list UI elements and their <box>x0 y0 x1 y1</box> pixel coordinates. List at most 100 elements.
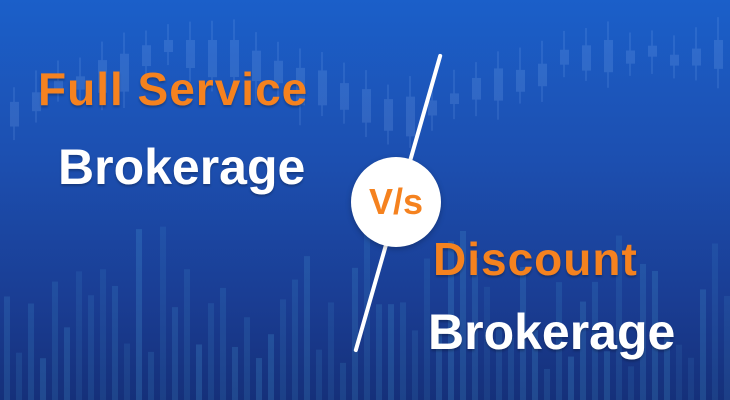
volume-bar <box>460 230 466 400</box>
volume-bar <box>628 366 634 400</box>
volume-bar <box>256 358 262 400</box>
volume-bar <box>388 304 394 400</box>
volume-bar <box>184 269 190 400</box>
candlestick <box>142 30 151 85</box>
volume-bar <box>376 304 382 400</box>
candlestick <box>472 62 481 117</box>
candlestick <box>714 17 723 89</box>
volume-bar <box>160 226 166 400</box>
candlestick <box>76 57 85 104</box>
vs-label: V/s <box>368 181 424 222</box>
volume-bar <box>604 351 610 400</box>
brokerage-heading-right: Brokerage <box>428 304 676 360</box>
candlestick <box>582 28 591 81</box>
volume-bar <box>568 356 574 400</box>
volume-bar <box>340 362 346 400</box>
candlestick <box>604 21 613 88</box>
candlestick <box>318 52 327 117</box>
volume-bar <box>268 334 274 400</box>
volume-bar <box>280 299 286 400</box>
volume-bar <box>172 307 178 400</box>
candlestick <box>406 76 415 148</box>
volume-bar <box>40 358 46 400</box>
volume-bar <box>472 257 478 400</box>
candlestick <box>32 70 41 123</box>
volume-bar <box>580 301 586 400</box>
candlestick <box>274 41 283 101</box>
volume-bar <box>640 263 646 400</box>
volume-bar <box>400 302 406 400</box>
volume-bar <box>76 271 82 400</box>
volume-bar <box>208 303 214 400</box>
candlestick <box>186 21 195 82</box>
candlestick <box>648 30 657 74</box>
candlestick <box>98 41 107 111</box>
candlestick <box>670 35 679 79</box>
volume-bar <box>724 295 730 400</box>
volume-bar <box>532 329 538 400</box>
volume-bar <box>508 337 514 400</box>
candlestick <box>10 87 19 141</box>
volume-bar <box>88 295 94 400</box>
volume-bar <box>448 241 454 400</box>
full-service-heading: Full Service <box>38 63 309 115</box>
candlestick <box>626 32 635 76</box>
candlestick <box>208 20 217 92</box>
candlestick <box>494 51 503 120</box>
vs-badge: V/s <box>351 157 441 247</box>
volume-bar <box>352 267 358 400</box>
candlestick <box>54 60 63 102</box>
volume-bar <box>52 281 58 400</box>
volume-bar <box>484 286 490 400</box>
candlestick <box>560 30 569 78</box>
volume-bar <box>412 330 418 400</box>
volume-bar <box>652 270 658 400</box>
volume-bar <box>556 282 562 400</box>
candlestick <box>252 32 261 101</box>
volume-bar <box>544 368 550 400</box>
candlestick <box>340 62 349 124</box>
volume-bar <box>328 302 334 400</box>
volume-bar <box>316 349 322 400</box>
volume-bar <box>28 303 34 400</box>
candlestick <box>164 24 173 66</box>
candlestick <box>230 19 239 92</box>
candlestick <box>362 70 371 138</box>
candlestick <box>450 69 459 120</box>
candlestick <box>296 48 305 126</box>
volume-bar <box>4 296 10 400</box>
volume-bar <box>424 258 430 400</box>
volume-bar <box>220 287 226 400</box>
volume-bar <box>700 289 706 400</box>
candlestick <box>692 27 701 81</box>
discount-heading: Discount <box>433 233 638 285</box>
brokerage-heading-left: Brokerage <box>58 139 306 195</box>
volume-bar <box>520 267 526 400</box>
volume-bar <box>304 256 310 400</box>
candlestick <box>384 84 393 145</box>
volume-bar <box>100 269 106 400</box>
candlestick <box>516 47 525 104</box>
volume-bar <box>136 229 142 400</box>
volume-bar <box>496 321 502 400</box>
candlestick <box>428 84 437 131</box>
volume-bar <box>676 344 682 400</box>
volume-bar <box>592 281 598 400</box>
volume-bar <box>112 285 118 400</box>
volume-bar <box>712 243 718 400</box>
volume-bar <box>616 235 622 400</box>
volume-bar <box>244 317 250 400</box>
volume-bar <box>688 357 694 400</box>
volume-bar <box>196 344 202 400</box>
candlestick <box>538 40 547 102</box>
volume-bar <box>436 329 442 400</box>
volume-bar <box>16 352 22 400</box>
volume-bar <box>124 343 130 400</box>
volume-bar <box>232 346 238 400</box>
candlestick <box>120 32 129 109</box>
volume-bar <box>292 279 298 400</box>
volume-bar <box>664 335 670 400</box>
volume-bar <box>64 327 70 400</box>
volume-bar <box>148 351 154 400</box>
